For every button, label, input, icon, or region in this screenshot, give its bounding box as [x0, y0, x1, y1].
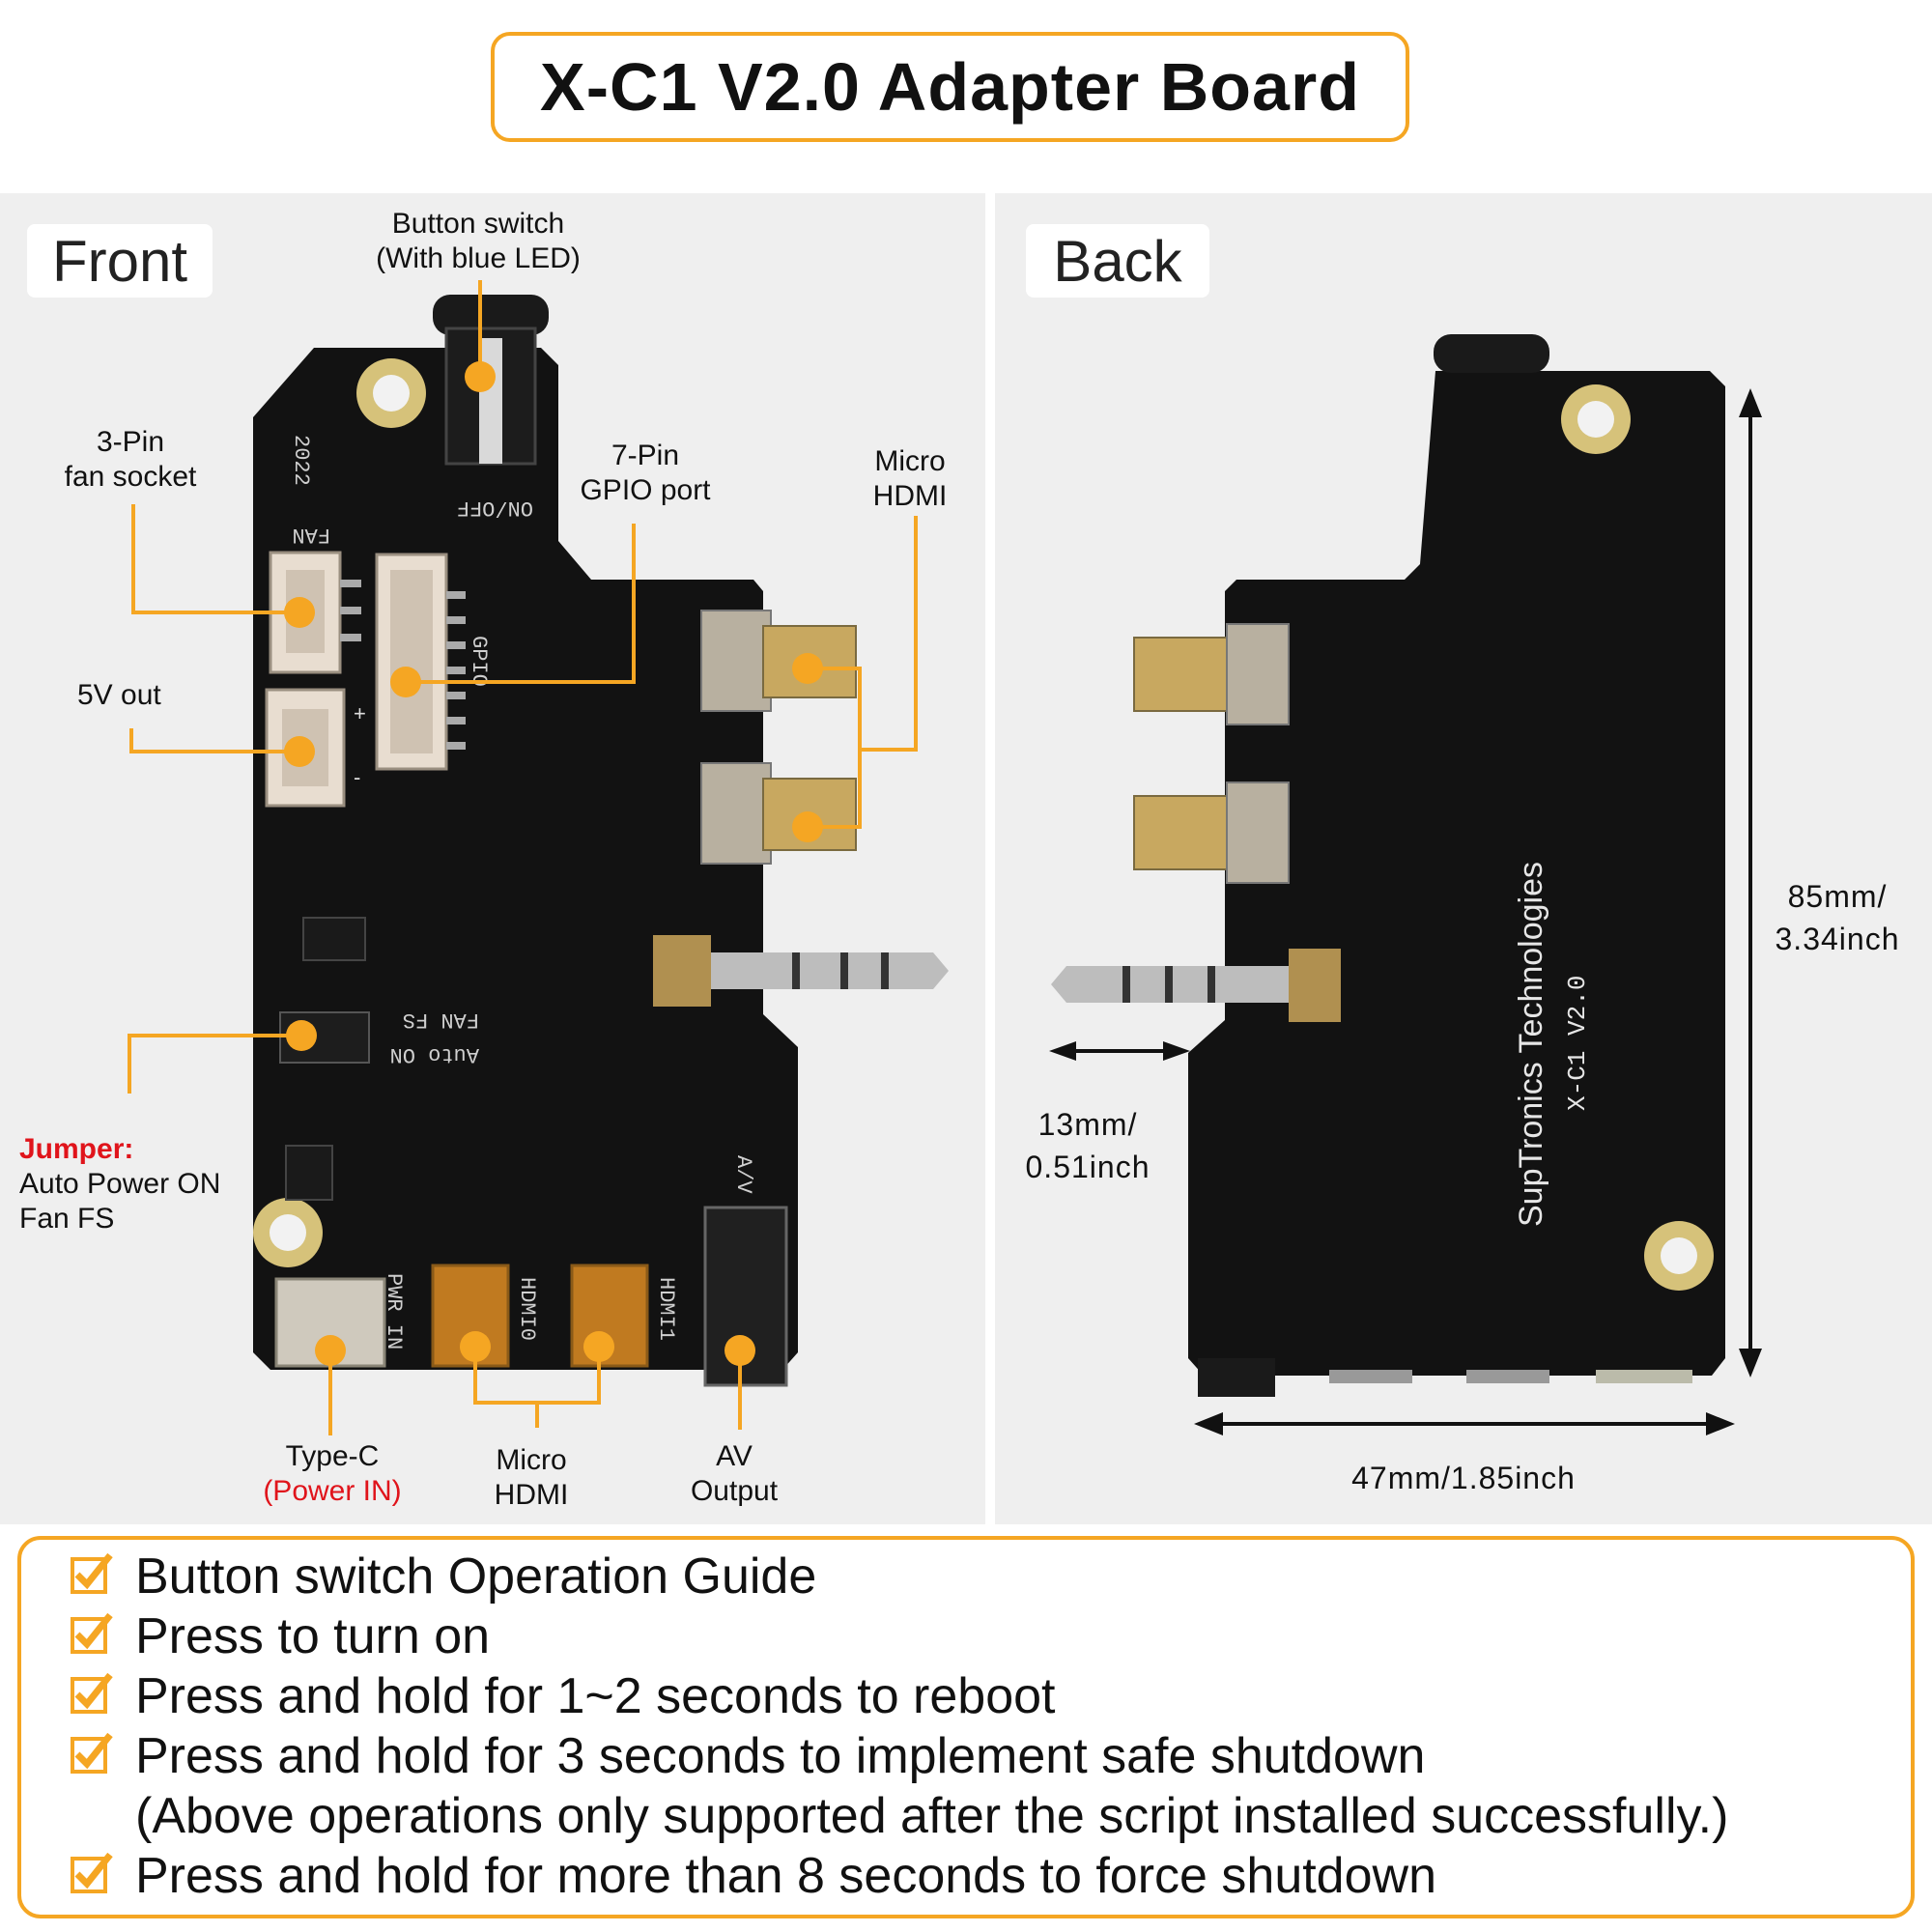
guide-item: Press and hold for more than 8 seconds t…: [135, 1848, 1436, 1904]
label-fan-socket: 3-Pin fan socket: [64, 426, 197, 493]
brand-text: SupTronics Technologies: [1513, 862, 1549, 1227]
pcb-back: [1188, 371, 1725, 1376]
front-tag: Front: [27, 224, 213, 298]
silk-year: 2022: [289, 435, 313, 486]
front-board-illustration: + - 2022 ON/OFF FAN GPIO FAN FS Auto ON …: [128, 280, 949, 1435]
title-box: X-C1 V2.0 Adapter Board: [491, 32, 1409, 142]
guide-note: (Above operations only supported after t…: [135, 1788, 1729, 1844]
check-icon: [71, 1552, 113, 1594]
label-micro-hdmi-right: Micro HDMI: [872, 445, 948, 512]
silk-on-off: ON/OFF: [457, 496, 533, 520]
button-cap: [433, 295, 549, 335]
dimension-arrows: [1049, 388, 1762, 1435]
callout-lines: [128, 280, 918, 1435]
check-icon: [71, 1852, 113, 1893]
silk-fan: FAN: [292, 523, 330, 547]
svg-text:-: -: [354, 765, 360, 789]
guide-item: Press and hold for 1~2 seconds to reboot: [135, 1668, 1056, 1724]
label-jumper: Jumper: Auto Power ON Fan FS: [19, 1133, 221, 1235]
callout-dots: [284, 361, 823, 1366]
dim-width: 47mm/1.85inch: [1351, 1461, 1576, 1495]
silk-av: A/V: [731, 1155, 755, 1194]
back-board-illustration: SupTronics Technologies X-C1 V2.0: [1049, 334, 1762, 1435]
label-micro-hdmi-bottom: Micro HDMI: [494, 1444, 569, 1511]
check-icon: [71, 1672, 113, 1714]
label-gpio-port: 7-Pin GPIO port: [580, 440, 711, 506]
model-text: X-C1 V2.0: [1563, 976, 1592, 1111]
page-title: X-C1 V2.0 Adapter Board: [540, 49, 1360, 125]
micro-hdmi-right: [700, 610, 857, 865]
label-5v-out: 5V out: [77, 679, 161, 711]
guide-heading: Button switch Operation Guide: [135, 1548, 817, 1605]
svg-text:+: +: [354, 701, 366, 725]
silk-gpio: GPIO: [467, 636, 491, 687]
label-type-c: Type-C (Power IN): [263, 1440, 402, 1507]
label-av-output: AV Output: [690, 1440, 779, 1507]
check-icon: [71, 1732, 113, 1774]
hdmi0-connector: [431, 1264, 510, 1368]
silk-fan-fs: FAN FS: [403, 1008, 479, 1032]
silk-hdmi0: HDMI0: [515, 1277, 539, 1341]
operation-guide: Button switch Operation Guide Press to t…: [17, 1536, 1915, 1918]
back-tag: Back: [1026, 224, 1209, 298]
audio-jack-plug: [653, 935, 949, 1007]
silk-pwr-in: PWR IN: [382, 1273, 406, 1350]
dim-height: 85mm/ 3.34inch: [1775, 879, 1900, 956]
guide-item: Press to turn on: [135, 1608, 491, 1664]
back-button-cap: [1434, 334, 1549, 373]
label-button-switch: Button switch (With blue LED): [376, 208, 581, 274]
check-icon: [71, 1612, 113, 1654]
silk-hdmi1: HDMI1: [654, 1277, 678, 1341]
dim-jack: 13mm/ 0.51inch: [1025, 1107, 1151, 1184]
silk-auto-on: Auto ON: [390, 1042, 479, 1066]
guide-item: Press and hold for 3 seconds to implemen…: [135, 1728, 1426, 1784]
